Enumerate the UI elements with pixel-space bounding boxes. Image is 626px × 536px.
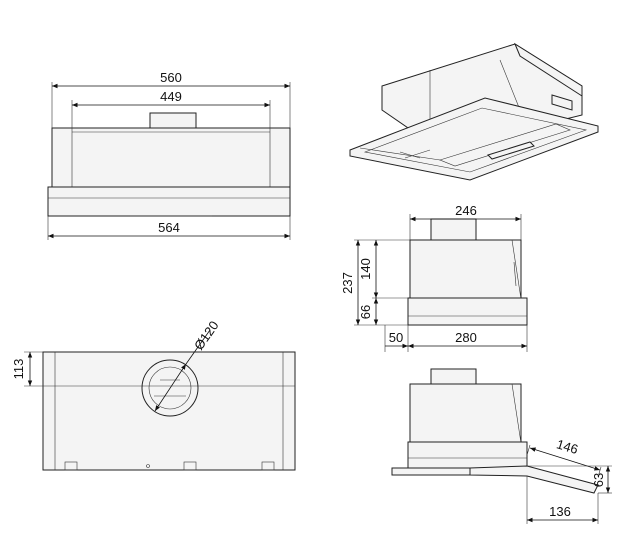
front-duct-collar	[149, 112, 197, 130]
plan-duct-outlet	[141, 359, 199, 417]
front-visor	[47, 186, 291, 217]
dim-label-136: 136	[549, 504, 571, 519]
dim-label-280: 280	[455, 330, 477, 345]
plan-view: 113 Ø120	[11, 318, 296, 471]
isometric-view	[349, 42, 599, 181]
dim-label-140: 140	[358, 258, 373, 280]
iso-side-vent	[551, 94, 573, 111]
dim-label-146: 146	[555, 436, 580, 457]
dim-label-564: 564	[158, 220, 180, 235]
dim-label-diameter: Ø120	[191, 318, 222, 353]
ext-slide-visor	[469, 465, 599, 494]
ext-lower-body	[407, 441, 528, 469]
side-duct-collar	[430, 218, 477, 242]
side-upper-body	[409, 239, 522, 300]
ext-duct-collar	[430, 368, 477, 386]
dim-label-246: 246	[455, 203, 477, 218]
dim-label-63: 63	[591, 473, 606, 487]
dim-label-50: 50	[389, 330, 403, 345]
front-view: 560 449 564	[47, 70, 291, 240]
side-lower-body	[407, 297, 528, 326]
dim-label-66: 66	[358, 305, 373, 319]
dim-label-237: 237	[340, 272, 355, 294]
dim-line-diameter	[154, 363, 187, 412]
ext-upper-body	[409, 383, 522, 444]
plan-body	[42, 351, 296, 471]
iso-visor	[349, 97, 599, 181]
front-upper-body	[51, 127, 291, 188]
dim-line-146	[529, 447, 601, 471]
dim-label-113: 113	[11, 359, 26, 380]
dim-label-449: 449	[160, 89, 182, 104]
dim-label-560: 560	[160, 70, 182, 85]
extended-side-view: 146 63 136	[391, 368, 612, 524]
iso-control-panel	[487, 141, 535, 160]
side-view: 246 237 140 66 50 280	[340, 203, 528, 352]
